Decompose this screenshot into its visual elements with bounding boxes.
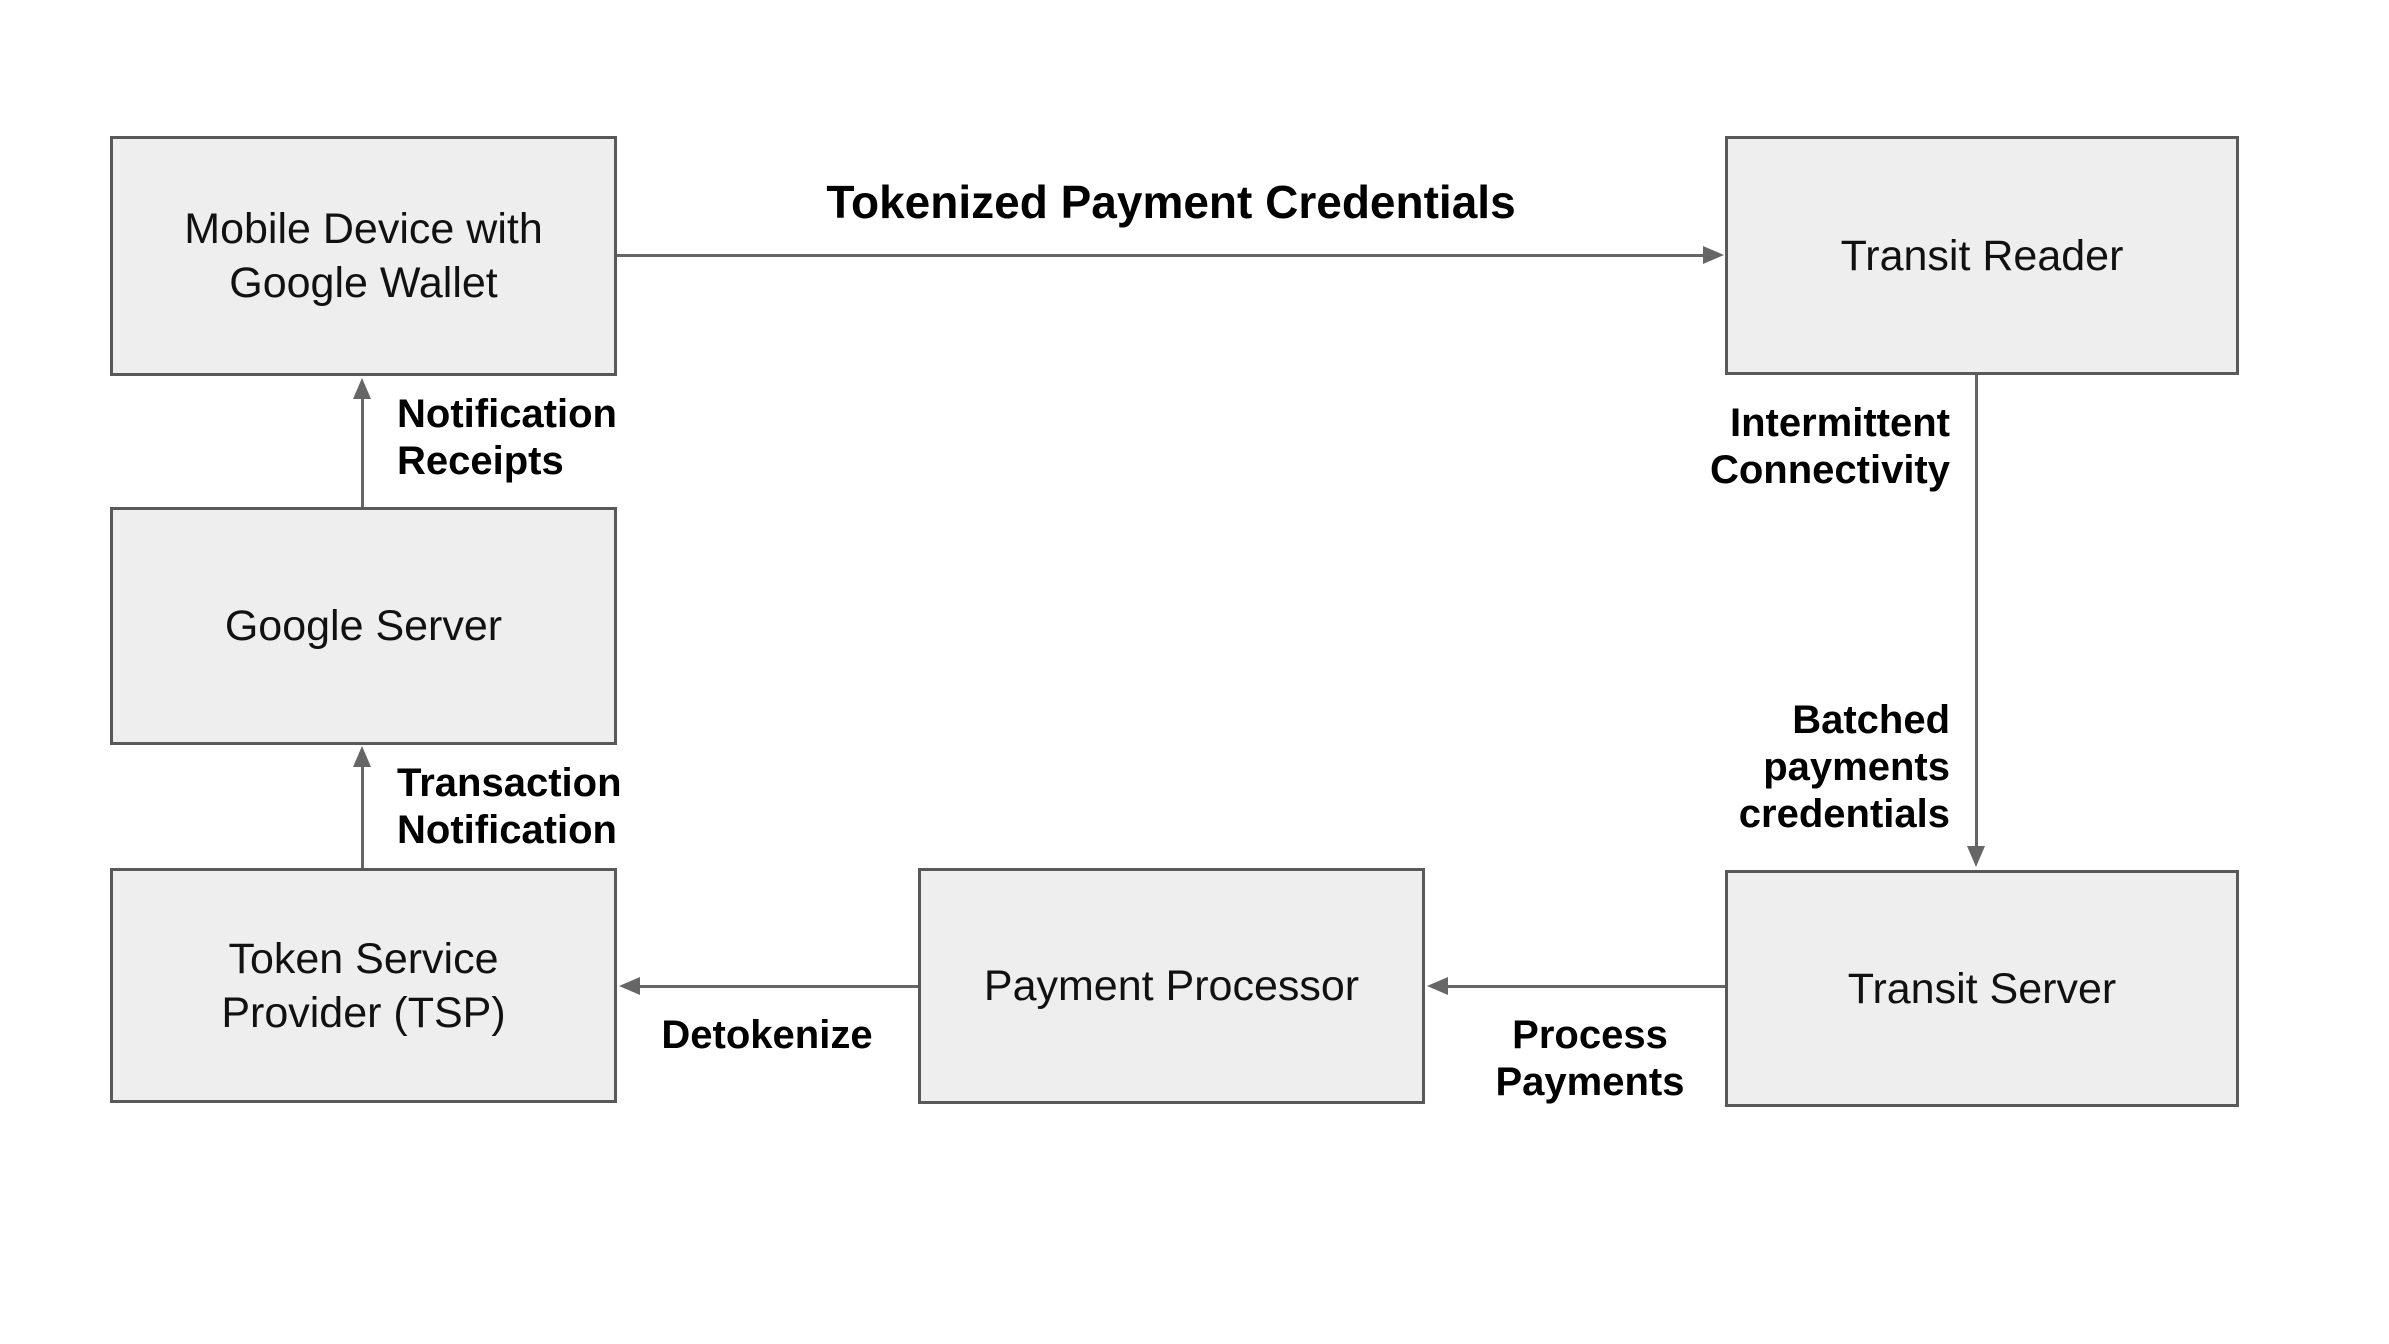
node-label-transit-reader: Transit Reader (1840, 231, 2124, 280)
edge-line-processor-to-tsp (640, 985, 918, 988)
arrowhead-right-icon (1703, 246, 1724, 264)
node-transit-server: Transit Server (1725, 870, 2239, 1107)
node-google-server: Google Server (110, 507, 617, 745)
edge-label-detokenize: Detokenize (661, 1013, 873, 1057)
node-payment-processor: Payment Processor (918, 868, 1425, 1104)
edge-label-intermittent-connectivity: Intermittent Connectivity (1709, 401, 1950, 492)
edge-line-google-to-mobile (361, 399, 364, 507)
node-label-token-service-provider: Token Service Provider (TSP) (221, 934, 506, 1037)
node-transit-reader: Transit Reader (1725, 136, 2239, 375)
edge-label-transaction-notification: Transaction Notification (397, 761, 622, 852)
node-label-transit-server: Transit Server (1847, 964, 2117, 1013)
edge-line-reader-to-server (1975, 375, 1978, 846)
node-label-payment-processor: Payment Processor (983, 962, 1360, 1010)
node-label-mobile-device: Mobile Device with Google Wallet (184, 205, 543, 307)
edge-label-batched-payments-credentials: Batched payments credentials (1738, 698, 1950, 836)
arrowhead-left-icon (619, 977, 640, 995)
edge-line-server-to-processor (1448, 985, 1725, 988)
arrowhead-up-icon (353, 378, 371, 399)
node-label-google-server: Google Server (224, 602, 503, 650)
edge-line-mobile-to-reader (617, 254, 1703, 257)
node-mobile-device-google-wallet: Mobile Device with Google Wallet (110, 136, 617, 376)
edge-label-notification-receipts: Notification Receipts (397, 392, 617, 483)
arrowhead-left-icon (1427, 977, 1448, 995)
arrowhead-up-icon (353, 746, 371, 767)
arrowhead-down-icon (1967, 846, 1985, 867)
node-token-service-provider: Token Service Provider (TSP) (110, 868, 617, 1103)
edge-line-tsp-to-google (361, 767, 364, 868)
edge-label-process-payments: Process Payments (1495, 1013, 1685, 1104)
edge-label-tokenized-payment-credentials: Tokenized Payment Credentials (826, 176, 1516, 228)
